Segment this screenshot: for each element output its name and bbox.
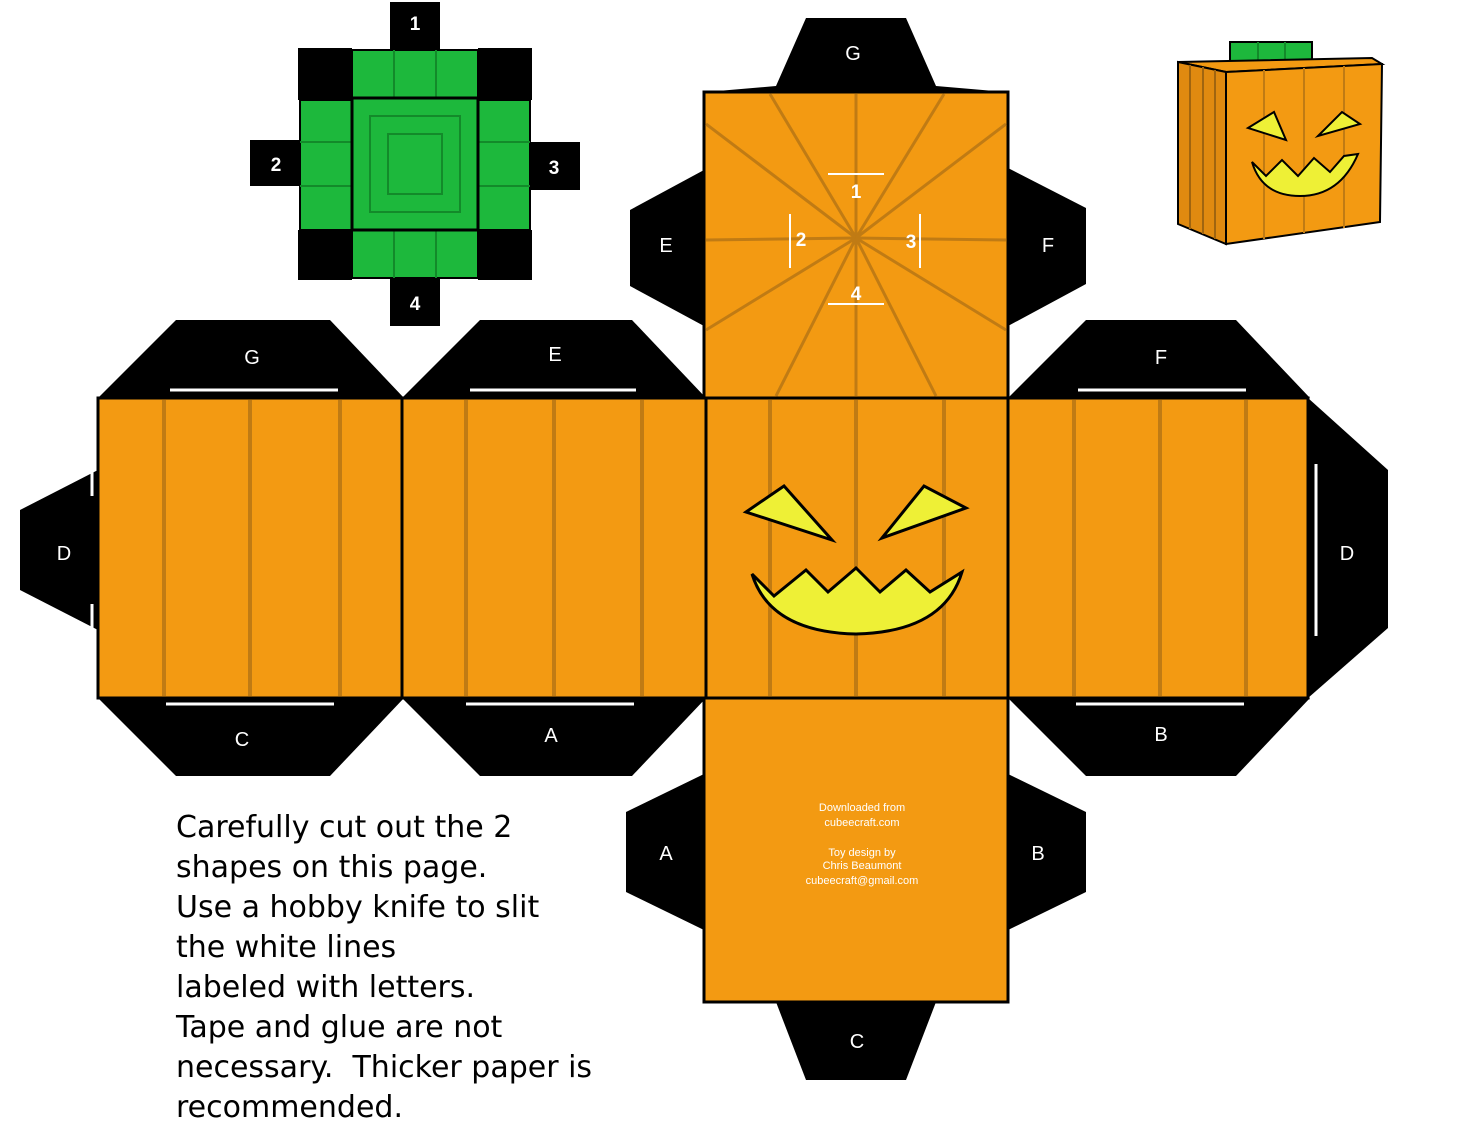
tab-label-f-top: F <box>1042 235 1054 257</box>
tab-label-c-bottom: C <box>850 1031 864 1053</box>
slit-lines <box>90 388 1318 706</box>
tab-label-d-right: D <box>1340 543 1354 565</box>
tab-label-b-side: B <box>1154 724 1167 746</box>
tab-c-bottom <box>776 1002 936 1080</box>
tab-f-top <box>1008 168 1086 326</box>
left-eye <box>742 484 837 544</box>
instructions: Carefully cut out the 2 shapes on this p… <box>176 808 646 1128</box>
tab-label-a-bottom: A <box>659 843 673 865</box>
credit-line: Downloaded from <box>819 802 905 814</box>
tab-b-bottom <box>1008 774 1086 930</box>
tab-f-side <box>1008 320 1310 398</box>
lid-arm-bottom <box>351 229 479 279</box>
mouth <box>750 565 965 636</box>
top-face-label-4: 4 <box>851 284 862 305</box>
credit-line: Chris Beaumont <box>823 860 902 872</box>
tab-label-d-left: D <box>57 543 71 565</box>
main-net-tabs <box>20 18 1388 1080</box>
tab-label-g-side: G <box>244 347 260 369</box>
assembled-preview <box>1177 41 1386 246</box>
lid-tab-3 <box>528 142 580 190</box>
tab-d-right <box>1308 398 1388 698</box>
instruction-line: the white lines <box>176 930 397 965</box>
instruction-line: recommended. <box>176 1090 403 1125</box>
instruction-line: shapes on this page. <box>176 850 488 885</box>
tab-g-top <box>706 18 1006 92</box>
credit-line: Toy design by <box>828 847 896 859</box>
top-face-label-2: 2 <box>796 230 807 251</box>
lid-corner-tab <box>478 230 532 280</box>
tab-e-side <box>402 320 706 398</box>
top-face-slits <box>789 173 921 305</box>
instruction-line: Carefully cut out the 2 <box>176 810 513 845</box>
lid-arm-top <box>351 49 479 99</box>
tab-letters: G E F G E F D D C A B A B C <box>57 43 1354 1053</box>
credit-line: cubeecraft.com <box>824 817 899 829</box>
lid-center <box>350 96 480 232</box>
preview-right-eye <box>1314 110 1363 139</box>
tab-a-bottom <box>626 774 704 930</box>
tab-d-left <box>20 470 98 630</box>
preview-mouth <box>1251 152 1360 198</box>
face-stripes <box>162 400 1248 696</box>
tab-e-top <box>630 170 704 326</box>
lid-corner-tab <box>478 48 532 100</box>
lid-tab-label-3: 3 <box>549 158 560 179</box>
lid-tab-label-1: 1 <box>410 14 421 35</box>
lid-piece: 1 2 3 4 <box>250 2 580 326</box>
top-face-rays <box>705 93 1007 397</box>
lid-tab-label-2: 2 <box>271 155 282 176</box>
lid-tab-1 <box>390 2 440 50</box>
tab-label-g-top: G <box>845 43 861 65</box>
tab-g-side <box>98 320 404 398</box>
tab-c-side <box>98 698 404 776</box>
lid-tab-4 <box>390 278 440 326</box>
preview-left-eye <box>1245 110 1288 142</box>
tab-a-side <box>402 698 706 776</box>
main-net-faces: 1 2 3 4 <box>96 90 1310 1004</box>
lid-corner-tab <box>298 48 352 100</box>
bottom-face <box>702 696 1010 1004</box>
tab-label-e-side: E <box>548 344 561 366</box>
instruction-line: Tape and glue are not <box>176 1010 503 1045</box>
lid-arm-left <box>299 99 353 231</box>
lid-corner-tab <box>298 230 352 280</box>
tab-label-a-side: A <box>544 725 558 747</box>
right-eye <box>877 484 970 542</box>
credits: Downloaded from cubeecraft.com Toy desig… <box>806 802 919 887</box>
lid-tab-label-4: 4 <box>410 294 421 315</box>
tab-label-f-side: F <box>1155 347 1167 369</box>
tab-label-c-side: C <box>235 729 249 751</box>
instruction-line: labeled with letters. <box>176 970 476 1005</box>
top-face-label-3: 3 <box>906 232 917 253</box>
lid-arm-right <box>477 99 531 231</box>
instruction-line: necessary. Thicker paper is <box>176 1050 593 1085</box>
instruction-line: Use a hobby knife to slit <box>176 890 540 925</box>
top-face-label-1: 1 <box>851 182 862 203</box>
tab-label-b-bottom: B <box>1031 843 1044 865</box>
tab-label-e-top: E <box>659 235 672 257</box>
tab-b-side <box>1008 698 1310 776</box>
lid-tab-2 <box>250 140 302 186</box>
credit-line: cubeecraft@gmail.com <box>806 875 919 887</box>
